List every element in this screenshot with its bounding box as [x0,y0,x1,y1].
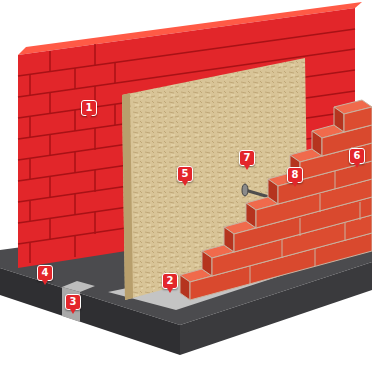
callout-number: 5 [177,166,193,182]
foundation-insulation [62,281,95,322]
facing-bricks [180,100,372,300]
callout-number: 2 [162,273,178,289]
callout-number: 8 [287,167,303,183]
callout-number: 3 [65,294,81,310]
callout-number: 4 [37,265,53,281]
callout-number: 1 [81,100,97,116]
callout-number: 6 [349,148,365,164]
callout-number: 7 [239,150,255,166]
